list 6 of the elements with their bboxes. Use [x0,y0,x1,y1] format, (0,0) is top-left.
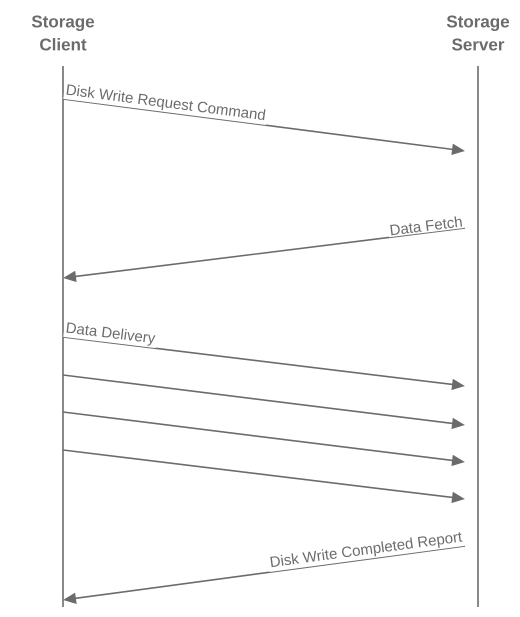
edge-label: Disk Write Request Command [63,82,268,126]
edge-label: Data Delivery [63,320,158,348]
edge-label: Data Fetch [387,214,465,238]
lifeline-header: Storage Client [32,15,94,51]
edge-label: Disk Write Completed Report [267,529,465,572]
lifeline-header: Storage Server [446,15,510,51]
